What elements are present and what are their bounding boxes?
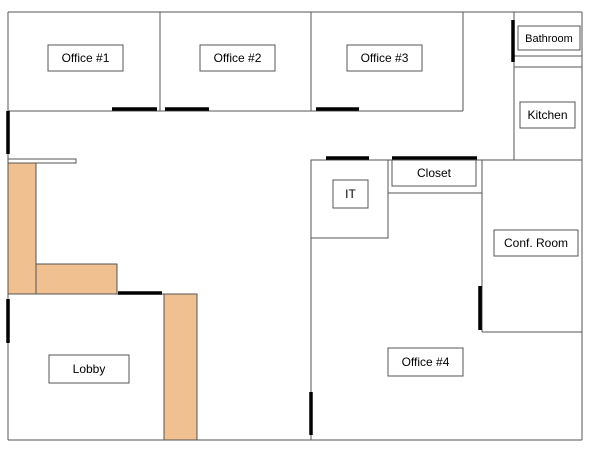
shelf	[7, 158, 77, 164]
room-office2: Office #2	[199, 44, 276, 72]
room-bathroom: Bathroom	[517, 25, 581, 51]
room-conf-room: Conf. Room	[493, 229, 579, 257]
room-office3: Office #3	[346, 44, 423, 72]
room-it: IT	[332, 179, 369, 209]
label-closet: Closet	[417, 166, 452, 180]
room-kitchen: Kitchen	[519, 101, 576, 129]
room-closet: Closet	[391, 159, 477, 187]
label-office4: Office #4	[402, 355, 450, 369]
counter-left	[7, 162, 37, 295]
counter-right	[163, 293, 198, 441]
room-office1: Office #1	[47, 44, 124, 72]
room-office4: Office #4	[387, 347, 464, 377]
label-office2: Office #2	[214, 51, 262, 65]
top-offices-walls	[8, 12, 464, 112]
doors	[6, 20, 515, 435]
room-lobby: Lobby	[48, 354, 130, 384]
label-office1: Office #1	[62, 51, 110, 65]
label-it: IT	[345, 187, 356, 201]
label-kitchen: Kitchen	[527, 108, 567, 122]
outer-walls	[7, 11, 583, 441]
label-conf-room: Conf. Room	[504, 236, 568, 250]
label-office3: Office #3	[361, 51, 409, 65]
label-lobby: Lobby	[73, 362, 106, 376]
label-bathroom: Bathroom	[525, 33, 573, 45]
counter-bottom	[35, 263, 118, 295]
reception-counter	[7, 162, 198, 441]
